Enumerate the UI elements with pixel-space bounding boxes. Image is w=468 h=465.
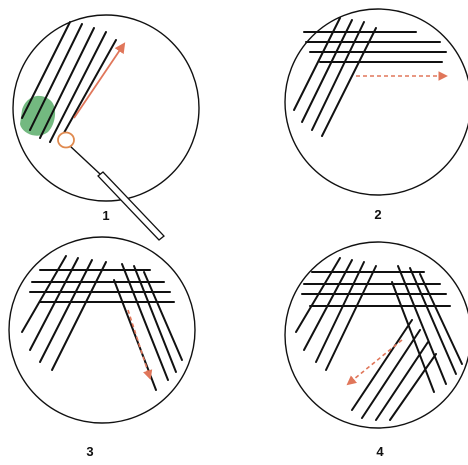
panel-1: 1 xyxy=(13,15,199,240)
inoculation-loop-icon xyxy=(58,133,164,241)
panel-3: 3 xyxy=(9,237,195,459)
panel-label-4: 4 xyxy=(376,444,384,459)
streaks-4d xyxy=(352,320,436,420)
petri-dish-3 xyxy=(9,237,195,423)
panel-label-3: 3 xyxy=(86,444,93,459)
streaks-2a xyxy=(294,18,376,136)
arrow-icon xyxy=(348,340,402,384)
panel-label-1: 1 xyxy=(102,208,109,223)
panel-4: 4 xyxy=(285,242,468,459)
streaks-3b xyxy=(30,270,174,302)
streaks-3a xyxy=(22,256,106,370)
panel-2: 2 xyxy=(285,9,468,222)
panel-label-2: 2 xyxy=(374,207,381,222)
